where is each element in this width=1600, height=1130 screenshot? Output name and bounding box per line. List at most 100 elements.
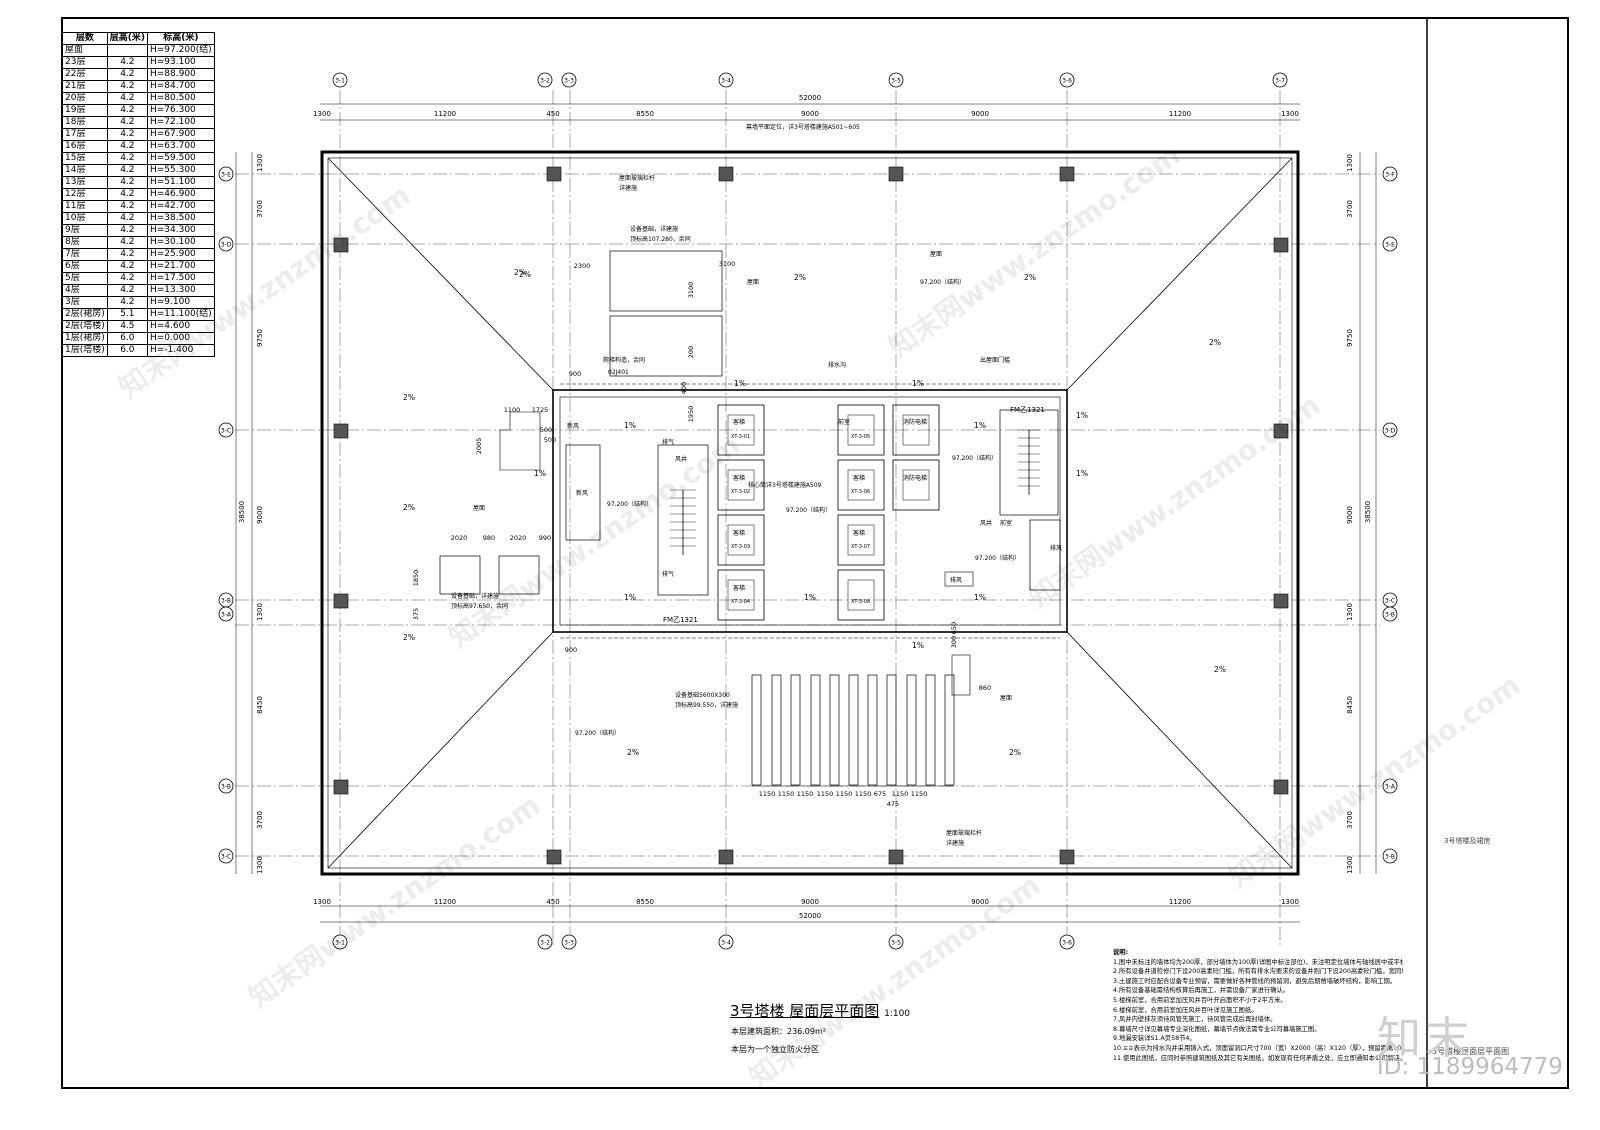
watermark-logo: 知末 xyxy=(1377,1013,1473,1064)
dim-segment-right: 9750 xyxy=(1346,329,1354,347)
table-cell: 4.2 xyxy=(106,236,148,249)
slope-label: 2% xyxy=(514,268,526,277)
table-cell xyxy=(106,44,148,57)
dim-misc: 1850 xyxy=(412,570,420,587)
table-cell: H=88.900 xyxy=(146,68,215,81)
axis-bubble xyxy=(561,934,577,950)
table-cell: H=21.700 xyxy=(146,260,215,273)
equipment-base xyxy=(498,555,540,595)
axis-label: 3-6 xyxy=(1062,940,1072,947)
dim-segment-right: 1300 xyxy=(1346,856,1354,874)
note-item: 9.地漏安装详S1.A页58节4。 xyxy=(1113,1035,1196,1043)
axis-bubble xyxy=(1382,236,1398,252)
note-item: 1.图中未标注的墙体均为200厚，部分墙体为100厚(详图中标注部位)，未注明定… xyxy=(1113,958,1403,966)
grid-lines-horizontal xyxy=(235,173,1380,857)
dim-total-top: 52000 xyxy=(799,94,821,102)
equipment-base xyxy=(609,315,723,377)
table-cell: 4.5 xyxy=(106,320,148,333)
table-cell: 4.2 xyxy=(106,200,148,213)
slope-label: 2% xyxy=(794,273,806,282)
roof-elevation: 97.200（结构） xyxy=(920,278,965,286)
table-cell: 21层 xyxy=(62,80,108,93)
stair-right xyxy=(999,409,1059,516)
equipment-strips xyxy=(751,674,955,786)
axis-bubble xyxy=(1382,606,1398,622)
dim-misc: 860 xyxy=(979,684,991,692)
slope-label: 1% xyxy=(974,421,986,430)
room-label: 前室 xyxy=(838,418,850,426)
hip-line xyxy=(1066,631,1293,869)
table-cell: 5层 xyxy=(62,272,108,285)
note-item: 5.楼梯前室，合用前室加压风井百叶开启面积不小于2平方米。 xyxy=(1113,996,1287,1004)
dim-segment-right: 3700 xyxy=(1346,200,1354,218)
dim-misc: 900 xyxy=(569,370,581,378)
axis-label: 3-A xyxy=(1385,784,1396,791)
dim-segment-left: 1300 xyxy=(256,856,264,874)
note-item: 2.所有设备井道检修门下设200高素砼门槛，所有有排水沟要求的设备井则门下设20… xyxy=(1113,968,1403,976)
table-cell: 4.2 xyxy=(106,188,148,201)
dim-misc: 1100 xyxy=(504,406,521,414)
dim-detail: 1150 xyxy=(778,790,795,798)
table-cell: 6层 xyxy=(62,260,108,273)
table-cell: 4.2 xyxy=(106,260,148,273)
room-label: 排风 xyxy=(1050,544,1062,552)
axis-bubble xyxy=(1382,848,1398,864)
table-cell: H=84.700 xyxy=(146,80,215,93)
dimension-lines xyxy=(235,103,1377,923)
dim-segment-bottom: 8550 xyxy=(636,898,654,906)
parapet-note: 屋面玻璃栏杆 xyxy=(619,174,655,182)
sheet-border xyxy=(61,17,1569,1089)
room-label: 客梯 xyxy=(853,474,865,482)
ladder-reference: 02J401 xyxy=(608,369,629,376)
table-cell: H=67.900 xyxy=(146,128,215,141)
parapet-note: 屋面玻璃栏杆 xyxy=(946,829,982,837)
equip-base-elev: 顶标高99.550，详建施 xyxy=(675,701,738,709)
axis-label: 3-C xyxy=(221,854,231,861)
axis-label: 3-1 xyxy=(335,78,345,85)
room-label: 排气 xyxy=(662,438,674,446)
sheet-drawing-name: 3号塔楼屋面层平面图 xyxy=(1432,1047,1510,1056)
lift-code: XT-3-06 xyxy=(851,489,870,495)
table-cell: 2层(裙房) xyxy=(62,308,108,321)
dim-misc: 300 xyxy=(950,636,958,648)
axis-label: 3-B xyxy=(1385,612,1395,619)
table-header-cell: 层高(米) xyxy=(106,32,148,45)
dim-misc: 500 xyxy=(544,436,556,444)
dim-segment-top: 8550 xyxy=(636,110,654,118)
axis-label: 3-3 xyxy=(564,940,574,947)
slope-label: 1% xyxy=(534,469,546,478)
equip-base-note: 设备基础，详建施 xyxy=(630,225,678,233)
table-header-row: 层数层高(米)标高(米) xyxy=(62,32,215,45)
table-cell: 9层 xyxy=(62,224,108,237)
table-cell: 屋面 xyxy=(62,44,108,57)
fire-door-label: FM乙1321 xyxy=(1010,406,1045,414)
table-cell: 4.2 xyxy=(106,296,148,309)
roof-plan xyxy=(235,90,1380,945)
lift-code: XT-3-03 xyxy=(731,544,750,550)
dim-segment-top: 11200 xyxy=(434,110,456,118)
dim-segment-bottom: 1300 xyxy=(1281,898,1299,906)
room-label: 屋面 xyxy=(1000,695,1012,702)
core-reference: 核心筒详3号塔楼建施A509 xyxy=(748,481,822,489)
table-cell: H=-1.400 xyxy=(146,344,215,357)
table-cell: H=30.100 xyxy=(146,236,215,249)
parapet-detail: 详建施 xyxy=(619,184,637,192)
table-cell: H=97.200(结) xyxy=(146,44,215,57)
lift-code: XT-3-07 xyxy=(851,544,870,550)
room-label: 屋面 xyxy=(747,279,759,286)
dim-misc: 990 xyxy=(539,534,551,542)
table-cell: 15层 xyxy=(62,152,108,165)
table-cell: 4.2 xyxy=(106,68,148,81)
table-cell: 4.2 xyxy=(106,212,148,225)
note-item: 4.所有设备基础需结构核算后再施工，并需设备厂家进行确认。 xyxy=(1113,987,1290,995)
axis-bubble xyxy=(218,848,234,864)
dim-misc: 1725 xyxy=(532,406,549,414)
axis-bubble xyxy=(1059,72,1075,88)
room-label: 客梯 xyxy=(733,584,745,592)
